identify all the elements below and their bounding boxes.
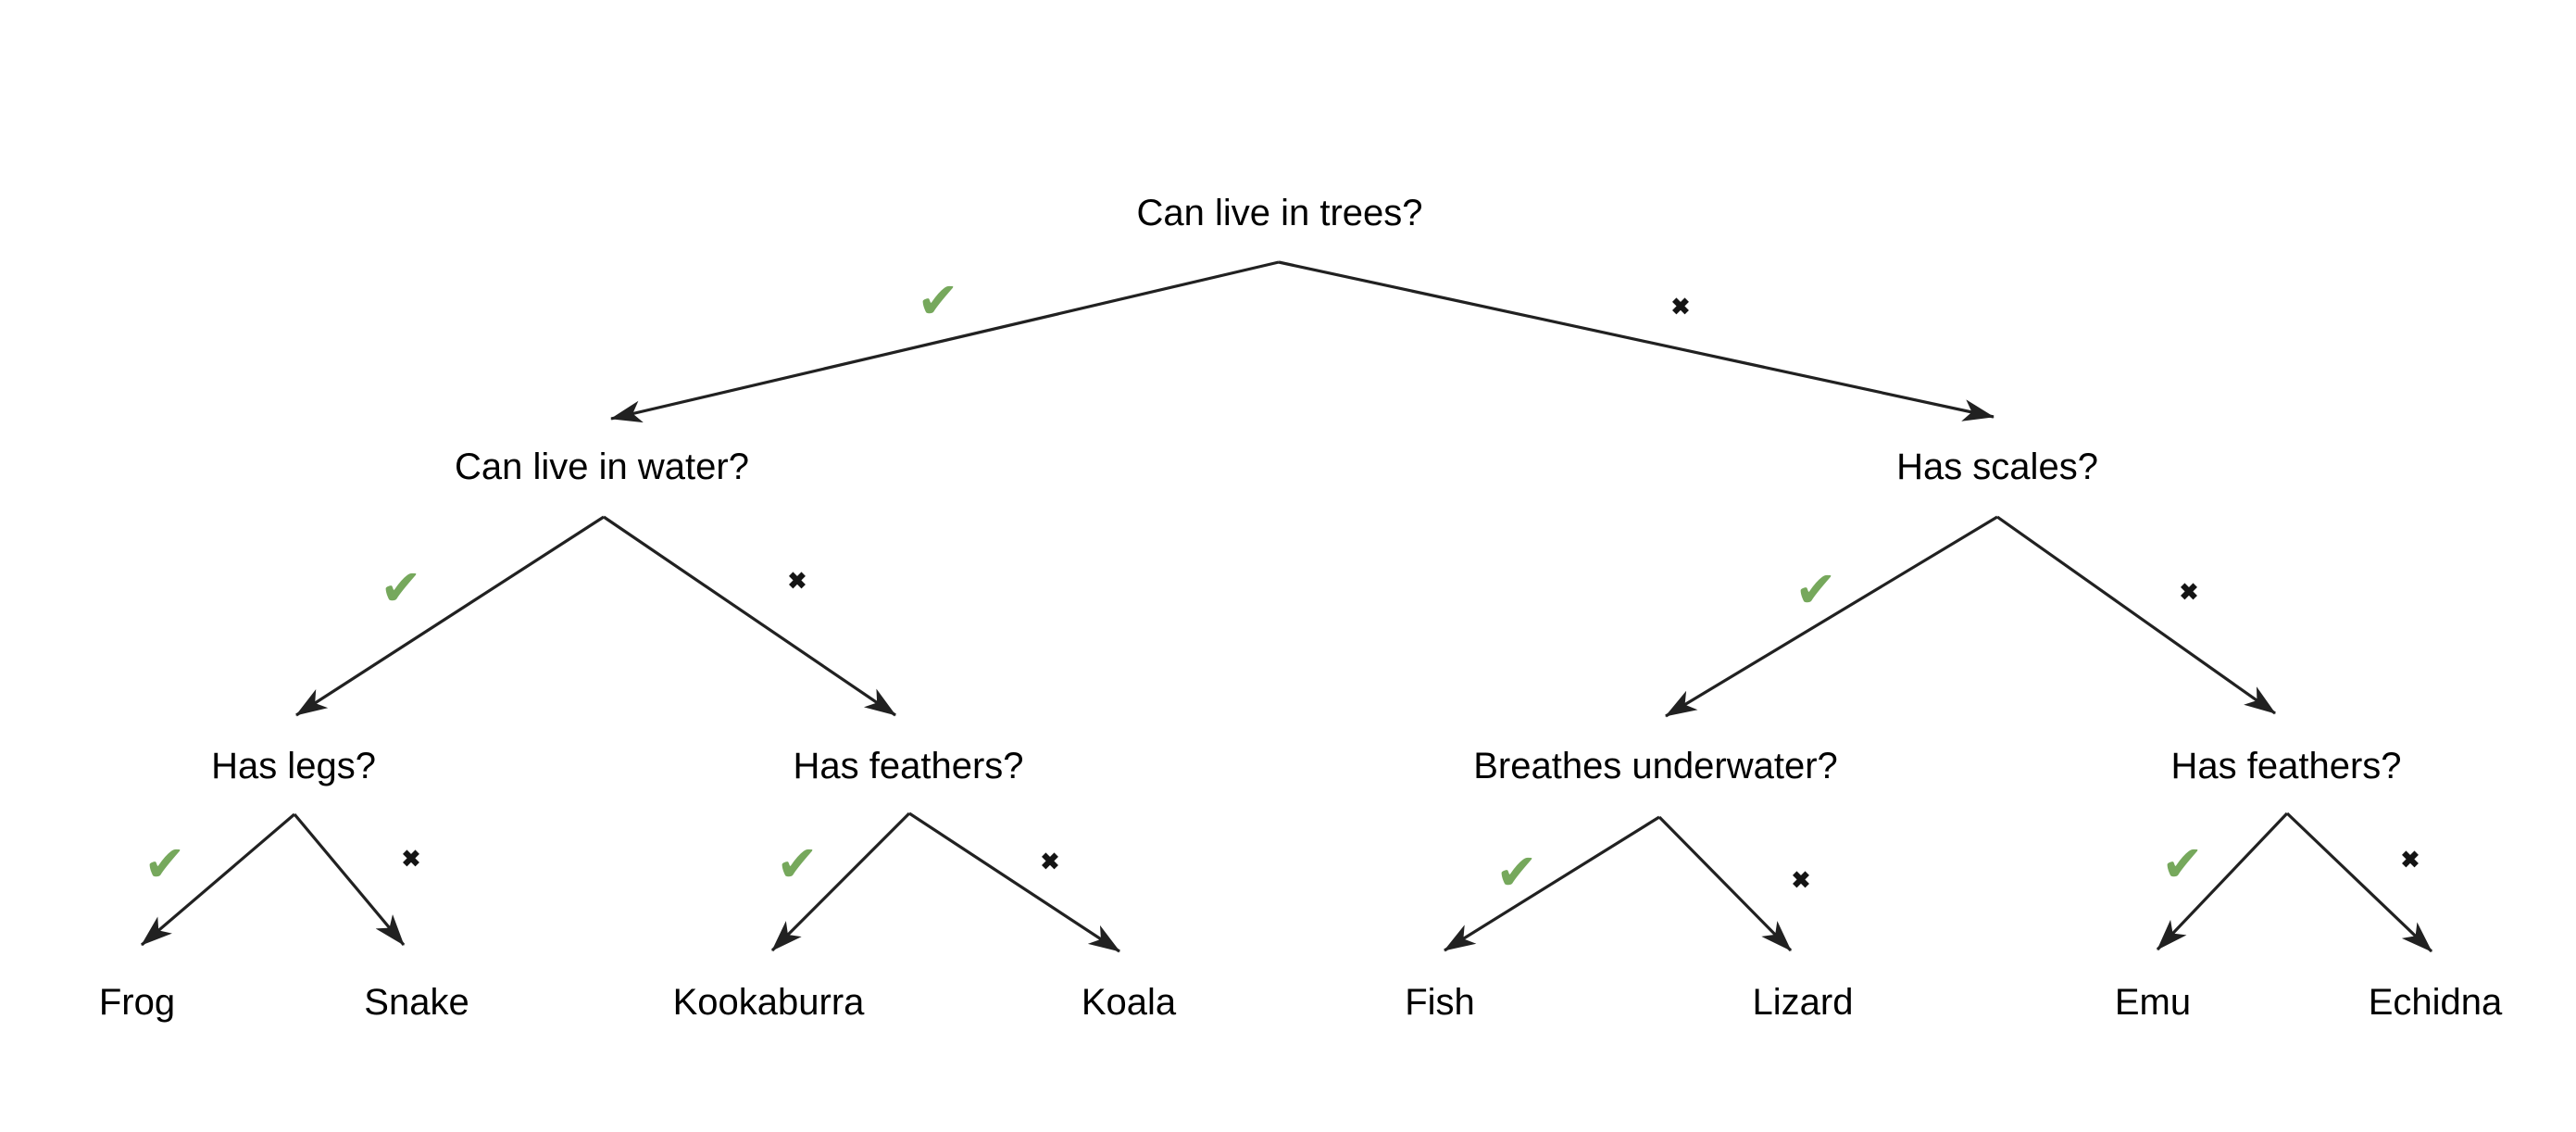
- cross-icon: ✖: [1791, 867, 1811, 894]
- node-kookaburra: Kookaburra: [672, 982, 865, 1023]
- edge-feathersL-no: [908, 811, 1120, 953]
- node-can-live-in-trees: Can live in trees?: [1136, 193, 1423, 233]
- edge-root-no: [1278, 260, 1995, 421]
- cross-icon: ✖: [787, 568, 807, 595]
- edge-water-no: [603, 515, 896, 717]
- node-frog: Frog: [98, 982, 176, 1023]
- node-snake: Snake: [364, 982, 469, 1023]
- node-has-legs: Has legs?: [211, 746, 376, 786]
- node-can-live-in-water: Can live in water?: [455, 447, 749, 487]
- edge-legs-yes: [140, 812, 296, 947]
- node-emu: Emu: [2114, 982, 2192, 1023]
- node-lizard: Lizard: [1752, 982, 1854, 1023]
- edge-water-yes: [295, 515, 605, 717]
- node-breathes-underwater: Breathes underwater?: [1473, 746, 1838, 786]
- cross-icon: ✖: [2179, 579, 2199, 606]
- node-has-scales: Has scales?: [1896, 447, 2098, 487]
- check-icon: ✔: [144, 836, 186, 892]
- cross-icon: ✖: [1040, 849, 1060, 875]
- edge-scales-no: [1996, 515, 2276, 715]
- check-icon: ✔: [917, 273, 959, 329]
- edge-feathersR-yes: [2156, 811, 2289, 951]
- check-icon: ✔: [776, 836, 819, 892]
- check-icon: ✔: [2161, 836, 2204, 892]
- node-has-feathers-right: Has feathers?: [2170, 746, 2402, 786]
- edge-scales-yes: [1665, 515, 1998, 718]
- edge-legs-no: [293, 812, 406, 947]
- node-koala: Koala: [1081, 982, 1177, 1023]
- edge-root-yes: [610, 260, 1280, 423]
- node-echidna: Echidna: [2368, 982, 2503, 1023]
- node-fish: Fish: [1405, 982, 1475, 1023]
- edge-feathersR-no: [2285, 811, 2433, 953]
- check-icon: ✔: [1495, 845, 1538, 900]
- check-icon: ✔: [1794, 562, 1837, 618]
- node-has-feathers-left: Has feathers?: [793, 746, 1024, 786]
- edge-breathes-yes: [1444, 815, 1660, 952]
- edge-breathes-no: [1657, 815, 1793, 952]
- edge-feathersL-yes: [770, 811, 911, 952]
- check-icon: ✔: [380, 560, 422, 616]
- cross-icon: ✖: [401, 846, 421, 873]
- cross-icon: ✖: [1670, 294, 1691, 321]
- cross-icon: ✖: [2400, 847, 2420, 874]
